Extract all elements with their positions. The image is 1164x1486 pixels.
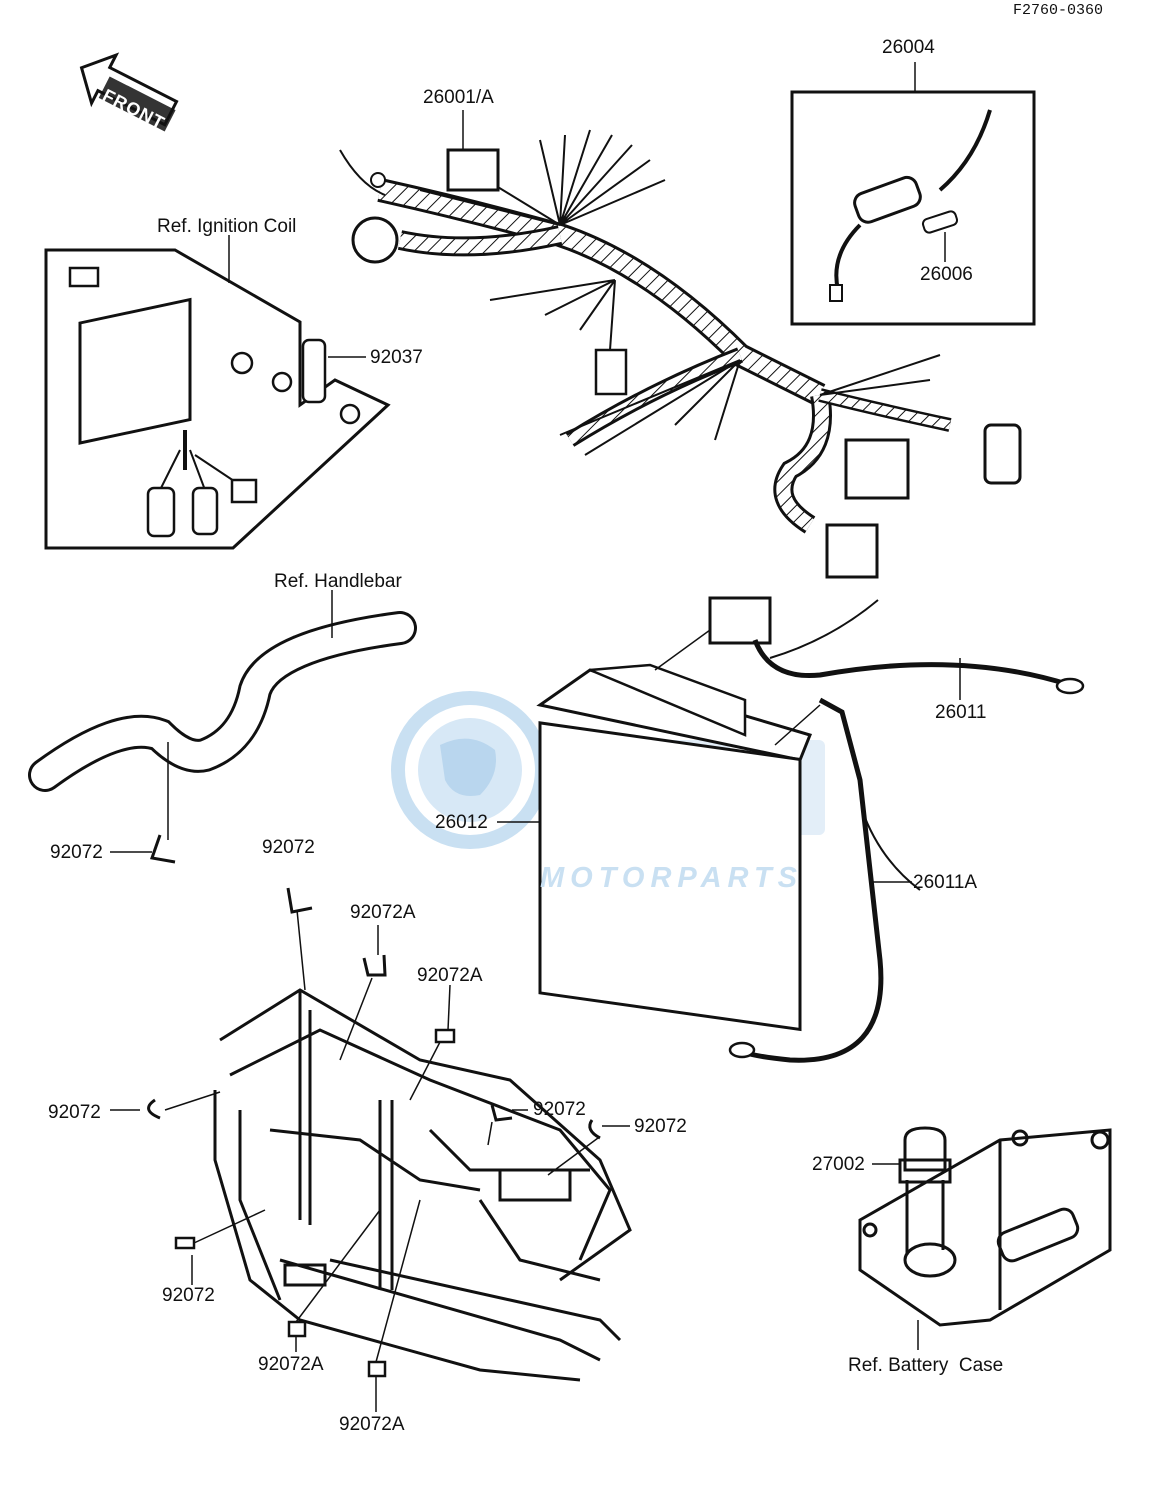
part-label-92072-frame-top: 92072 bbox=[262, 837, 315, 858]
handlebar bbox=[28, 590, 417, 864]
group-label-ignition-coil: Ref. Ignition Coil bbox=[157, 216, 297, 237]
document-code: F2760-0360 bbox=[1013, 2, 1104, 19]
part-label-92037: 92037 bbox=[370, 347, 423, 368]
part-label-92072-handlebar: 92072 bbox=[50, 842, 103, 863]
part-label-92072a-mid: 92072A bbox=[417, 965, 483, 986]
part-label-92072-left: 92072 bbox=[48, 1102, 101, 1123]
part-label-26012: 26012 bbox=[435, 812, 488, 833]
part-label-26011a: 26011A bbox=[913, 872, 978, 893]
battery-case bbox=[858, 1126, 1112, 1350]
clamps bbox=[110, 887, 630, 1412]
part-label-92072a-bottom2: 92072A bbox=[339, 1414, 405, 1435]
part-label-27002: 27002 bbox=[812, 1154, 865, 1175]
group-label-handlebar: Ref. Handlebar bbox=[274, 571, 402, 592]
part-label-26001a: 26001/A bbox=[423, 87, 494, 108]
part-label-92072a-bottom1: 92072A bbox=[258, 1354, 324, 1375]
ignition-coil-box bbox=[44, 235, 391, 550]
watermark-tagline: MOTORPARTS bbox=[540, 862, 804, 894]
front-arrow-icon bbox=[79, 52, 179, 132]
negative-cable bbox=[728, 697, 921, 1063]
part-label-92072a-top: 92072A bbox=[350, 902, 416, 923]
wiring-harness bbox=[339, 110, 1022, 579]
part-label-92072-mid-right: 92072 bbox=[533, 1099, 586, 1120]
part-label-26004: 26004 bbox=[882, 37, 935, 58]
fuse-holder-box bbox=[790, 62, 1036, 326]
part-label-26006: 26006 bbox=[920, 264, 973, 285]
frame bbox=[213, 988, 632, 1382]
battery bbox=[497, 663, 813, 1032]
part-label-92072-bottom-left: 92072 bbox=[162, 1285, 215, 1306]
part-label-26011: 26011 bbox=[935, 702, 987, 723]
group-label-battery-case: Ref. Battery Case bbox=[848, 1355, 1004, 1376]
part-label-92072-right: 92072 bbox=[634, 1116, 687, 1137]
positive-cable bbox=[654, 596, 1085, 700]
